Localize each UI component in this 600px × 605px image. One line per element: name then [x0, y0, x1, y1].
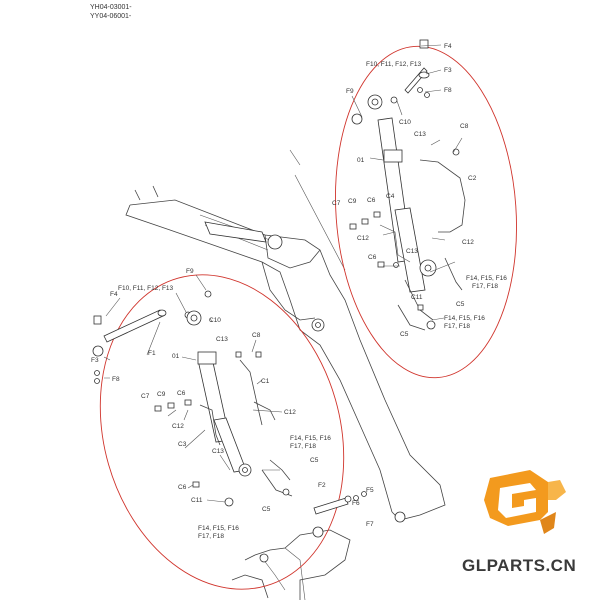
label-f3: F3: [444, 67, 452, 74]
lower-label-f5: F5: [366, 487, 374, 494]
lower-label-c6-b: C6: [178, 484, 187, 491]
lower-label-c12-b: C12: [284, 409, 296, 416]
lower-label-f17-f18-b: F17, F18: [198, 533, 224, 540]
lower-label-c12: C12: [172, 423, 184, 430]
label-c6: C6: [367, 197, 376, 204]
lower-label-f6: F6: [352, 500, 360, 507]
lower-label-f10-f13: F10, F11, F12, F13: [118, 285, 174, 292]
lower-label-f9: F9: [186, 268, 194, 275]
lower-label-c8: C8: [252, 332, 261, 339]
lower-label-f17-f18: F17, F18: [290, 443, 316, 450]
lower-label-f2: F2: [318, 482, 326, 489]
header-code-1: YH04-03001-: [90, 4, 132, 11]
lower-label-c1: C1: [261, 378, 270, 385]
label-f17-f18-b: F17, F18: [444, 323, 470, 330]
label-f14-f16: F14, F15, F16: [466, 275, 507, 282]
lower-label-f14-f16: F14, F15, F16: [290, 435, 331, 442]
lower-label-f8: F8: [112, 376, 120, 383]
lower-label-c13-b: C13: [212, 448, 224, 455]
label-f10-f13: F10, F11, F12, F13: [366, 61, 422, 68]
lower-label-f1: F1: [148, 350, 156, 357]
lower-label-c13: C13: [216, 336, 228, 343]
lower-label-c6: C6: [177, 390, 186, 397]
logo-text: GLPARTS.CN: [462, 556, 576, 575]
header-code-2: YY04-06001-: [90, 13, 132, 20]
label-f4: F4: [444, 43, 452, 50]
label-c6-b: C6: [368, 254, 377, 261]
lower-label-f14-f16-b: F14, F15, F16: [198, 525, 239, 532]
glparts-logo: GLPARTS.CN: [462, 470, 576, 575]
logo-mark-icon: [484, 470, 566, 534]
label-f14-f16-b: F14, F15, F16: [444, 315, 485, 322]
lower-label-f7: F7: [366, 521, 374, 528]
lower-label-c7: C7: [141, 393, 150, 400]
label-f8: F8: [444, 87, 452, 94]
label-c5: C5: [456, 301, 465, 308]
label-01: 01: [357, 157, 365, 164]
lower-label-f4: F4: [110, 291, 118, 298]
lower-cylinder-assembly: [92, 274, 367, 515]
lower-label-c10: C10: [209, 317, 221, 324]
label-c9: C9: [348, 198, 357, 205]
upper-callout-ellipse: [335, 45, 517, 379]
boom-assembly: [125, 149, 446, 601]
label-c13: C13: [414, 131, 426, 138]
lower-label-c3: C3: [178, 441, 187, 448]
lower-label-f3: F3: [91, 357, 99, 364]
lower-callout-ellipse: [99, 274, 345, 590]
lower-label-c9: C9: [157, 391, 166, 398]
lower-label-c5: C5: [310, 457, 319, 464]
label-f9: F9: [346, 88, 354, 95]
lower-label-01: 01: [172, 353, 180, 360]
label-c2: C2: [468, 175, 477, 182]
label-c10: C10: [399, 119, 411, 126]
label-f17-f18: F17, F18: [472, 283, 498, 290]
lower-label-c11: C11: [191, 497, 203, 504]
upper-cylinder-assembly: [349, 39, 466, 331]
label-c12: C12: [357, 235, 369, 242]
label-c8: C8: [460, 123, 469, 130]
label-c5-b: C5: [400, 331, 409, 338]
label-c4: C4: [386, 193, 395, 200]
label-c12-b: C12: [462, 239, 474, 246]
label-c7: C7: [332, 200, 341, 207]
label-c13-b: C13: [406, 248, 418, 255]
label-c11: C11: [411, 294, 423, 301]
lower-label-c5-b: C5: [262, 506, 271, 513]
